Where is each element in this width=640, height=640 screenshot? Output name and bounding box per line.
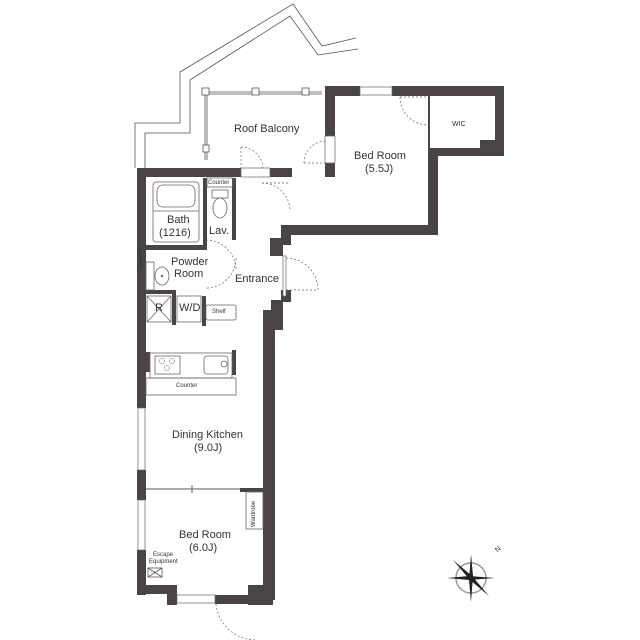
- walls: [137, 86, 504, 605]
- washbasin: [145, 261, 170, 291]
- wardrobe-label: Wardrobe: [251, 500, 257, 527]
- bath-size: (1216): [159, 227, 191, 239]
- toilet: [206, 177, 234, 219]
- counter-toilet-label: Counter: [208, 180, 230, 186]
- dining-kitchen-size: (9.0J): [194, 442, 223, 454]
- escape-equipment-label-1: Escape: [153, 552, 174, 558]
- balcony-railing: [201, 87, 322, 160]
- refrigerator-label: R: [155, 302, 163, 314]
- bed-room-2-label: Bed Room: [179, 529, 231, 541]
- counter-powder-label: Counter: [138, 248, 144, 270]
- escape-hatch-icon: [147, 567, 163, 578]
- roof-parapet: [134, 3, 359, 168]
- counter-kitchen-label: Counter: [176, 383, 198, 389]
- wd-label: W/D: [179, 302, 201, 314]
- escape-equipment-label-2: Equipment: [149, 559, 178, 565]
- sliding-partitions: [146, 485, 240, 493]
- bathtub: [152, 181, 200, 243]
- wic-label: WIC: [452, 121, 466, 128]
- bath-label: Bath: [167, 214, 190, 226]
- shelf-label: Shelf: [212, 309, 226, 315]
- dining-kitchen-label: Dining Kitchen: [172, 429, 243, 441]
- compass-icon: [447, 552, 497, 602]
- roof-balcony-label: Roof Balcony: [234, 123, 300, 135]
- windows: [137, 86, 393, 604]
- powder-room-label-2: Room: [174, 268, 204, 280]
- kitchen-counter: [145, 352, 237, 396]
- appliances: [146, 295, 237, 323]
- bed-room-2-size: (6.0J): [189, 542, 218, 554]
- entrance-label: Entrance: [235, 273, 280, 285]
- door-swings: [205, 96, 429, 640]
- lav-label: Lav.: [209, 225, 229, 237]
- bed-room-1-size: (5.5J): [365, 163, 394, 175]
- wardrobe: [245, 491, 264, 530]
- powder-room-label-1: Powder: [171, 256, 209, 268]
- bed-room-1-label: Bed Room: [354, 150, 406, 162]
